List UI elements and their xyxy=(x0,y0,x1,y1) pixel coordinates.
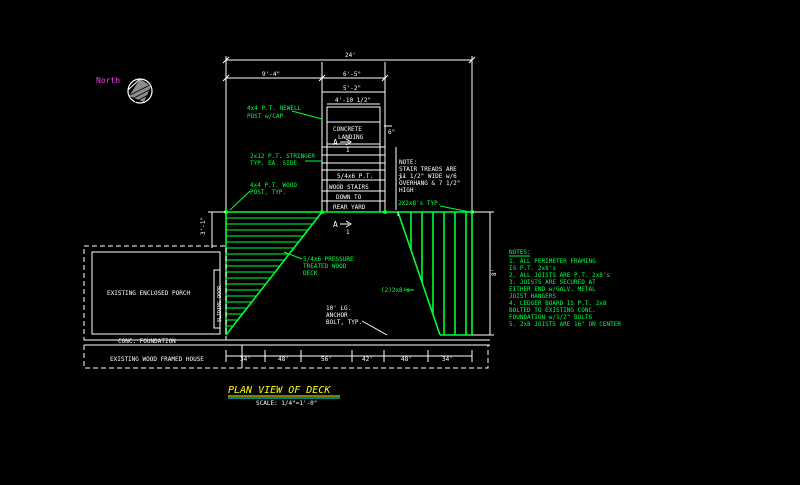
newell-post-l1: 4x4 P.T. NEWELL xyxy=(247,105,302,112)
joist-typ-label: 2X2x8's TYP. xyxy=(398,200,441,207)
note-line-5: EITHER END w/GALV. METAL xyxy=(509,286,596,293)
notes-block: NOTES: 1. ALL PERIMETER FRAMING IS P.T. … xyxy=(509,249,621,328)
newell-post-l2: POST w/CAP xyxy=(247,113,284,120)
stairs-l2: WOOD STAIRS xyxy=(329,184,369,191)
pressure-deck-l2: TREATED WOOD xyxy=(303,263,347,270)
dim-stair-inner-text: 4'-10 1/2" xyxy=(335,97,371,104)
foundation-band: CONC. FOUNDATION EXISTING WOOD FRAMED HO… xyxy=(83,338,490,369)
dim-right-height: 8' xyxy=(472,211,498,336)
note-line-9: FOUNDATION w/1/2" BOLTS xyxy=(509,314,592,321)
note-line-4: 3. JOISTS ARE SECURED AT xyxy=(509,279,596,286)
north-label: North xyxy=(96,76,120,85)
sliding-door-label: SLIDING DOOR xyxy=(217,285,223,322)
dim-stair-depth: 7' xyxy=(398,175,405,182)
foundation-label: CONC. FOUNDATION xyxy=(118,338,176,345)
dim-right-height-text: 8' xyxy=(491,269,498,276)
note-line-2: IS P.T. 2x8's xyxy=(509,265,556,272)
dim-left: 9'-4" xyxy=(222,71,326,82)
bottom-dim-5: 48' xyxy=(401,356,412,363)
svg-text:1: 1 xyxy=(346,229,350,236)
note-line-3: 2. ALL JOISTS ARE P.T. 2x8's xyxy=(509,272,611,279)
dim-rise-left-text: 3'-1" xyxy=(200,217,207,235)
note-line-8: BOLTED TO EXISTING CONC. xyxy=(509,307,596,314)
bottom-dim-3: 56' xyxy=(321,356,332,363)
dim-overall: 24' xyxy=(222,52,476,212)
note-line-10: 5. 2x8 JOISTS ARE 16" ON CENTER xyxy=(509,321,621,328)
stairs-l1: 5/4x6 P.T. xyxy=(337,173,373,180)
bottom-dim-6: 34' xyxy=(442,356,453,363)
tread-note-l4: OVERHANG & 7 1/2" xyxy=(399,180,460,187)
wood-post-l1: 4x4 P.T. WOOD xyxy=(250,182,297,189)
tread-note-l3: 11 1/2" WIDE w/6 xyxy=(399,173,457,180)
dim-landing-right: 6" xyxy=(388,129,395,136)
existing-porch: EXISTING ENCLOSED PORCH SLIDING DOOR xyxy=(83,245,227,341)
note-line-7: 4. LEDGER BOARD IS P.T. 2x8 xyxy=(509,300,607,307)
concrete-landing-l1: CONCRETE xyxy=(333,126,362,133)
dim-stair-outer: 6'-5" xyxy=(322,71,389,82)
north-arrow-icon xyxy=(127,78,153,104)
section-marker-top: A 1 xyxy=(333,138,352,154)
pressure-deck-l3: DECK xyxy=(303,270,318,277)
anchor-bolt-l1: 10' LG. xyxy=(326,305,351,312)
note-line-1: 1. ALL PERIMETER FRAMING xyxy=(509,258,596,265)
notes-title: NOTES: xyxy=(509,249,531,256)
deck-right-frame xyxy=(397,211,473,336)
dim-stair-mid-text: 5'-2" xyxy=(343,85,361,92)
dim-overall-text: 24' xyxy=(345,52,356,59)
dim-stair-inner: 4'-10 1/2" xyxy=(327,97,380,105)
dim-rise-left: 3'-1" xyxy=(200,211,226,248)
stairs-l3: DOWN TO xyxy=(336,194,362,201)
tread-note-l2: STAIR TREADS ARE xyxy=(399,166,457,173)
bottom-dim-1: 34' xyxy=(240,356,251,363)
bottom-dim-4: 42' xyxy=(362,356,373,363)
pressure-deck-l1: 5/4x6 PRESSURE xyxy=(303,256,354,263)
tread-note-l5: HIGH xyxy=(399,187,414,194)
ledger-label: (2)2x8's xyxy=(381,287,410,294)
title-block: PLAN VIEW OF DECK SCALE: 1/4"=1'-0" xyxy=(228,385,340,407)
bottom-dims: 34' 48' 56' 42' 48' 34' xyxy=(225,350,473,363)
note-line-6: JOIST HANGERS xyxy=(509,293,556,300)
bottom-dim-2: 48' xyxy=(278,356,289,363)
drawing-title: PLAN VIEW OF DECK xyxy=(228,385,331,396)
stair-block: CONCRETE LANDING 5/4x6 P.T. WOOD STAIRS … xyxy=(321,62,405,213)
drawing-scale: SCALE: 1/4"=1'-0" xyxy=(256,400,317,407)
dim-left-text: 9'-4" xyxy=(262,71,280,78)
stairs-l4: REAR YARD xyxy=(333,204,366,211)
porch-label: EXISTING ENCLOSED PORCH xyxy=(107,290,190,297)
anchor-bolt-l3: BOLT, TYP. xyxy=(326,319,362,326)
svg-text:A: A xyxy=(333,138,338,147)
house-label: EXISTING WOOD FRAMED HOUSE xyxy=(110,356,204,363)
section-marker-bottom: A 1 xyxy=(333,220,352,236)
tread-note-l1: NOTE: xyxy=(399,159,417,166)
stringer-l2: TYP. EA. SIDE xyxy=(250,160,297,167)
dim-stair-mid: 5'-2" xyxy=(322,85,385,93)
anchor-bolt-l2: ANCHOR xyxy=(326,312,348,319)
dim-stair-outer-text: 6'-5" xyxy=(343,71,361,78)
stringer-l1: 2x12 P.T. STRINGER xyxy=(250,153,315,160)
wood-post-l2: POST, TYP. xyxy=(250,189,286,196)
concrete-landing-l2: LANDING xyxy=(338,134,364,141)
svg-text:A: A xyxy=(333,220,338,229)
svg-text:1: 1 xyxy=(346,147,350,154)
